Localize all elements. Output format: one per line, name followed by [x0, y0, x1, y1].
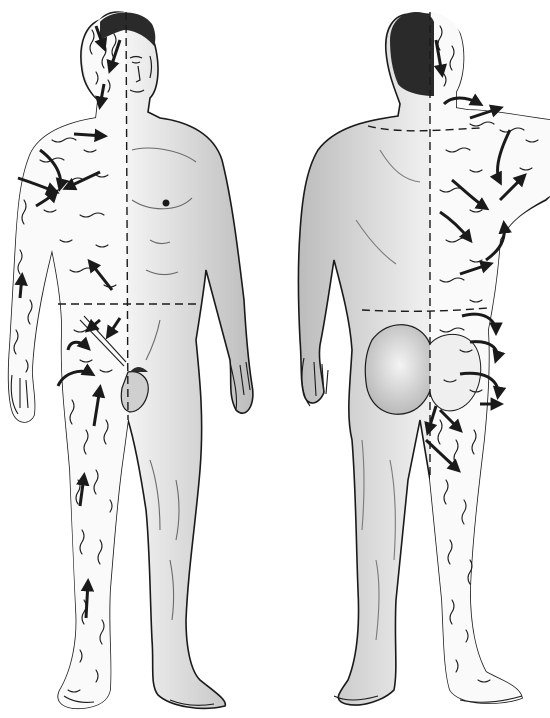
- arrow-shin-2: [86, 582, 88, 618]
- posterior-figure: [299, 12, 550, 705]
- anterior-figure: [9, 12, 253, 708]
- arrow-arm: [20, 276, 22, 298]
- anterior-body-outline: [9, 12, 253, 708]
- arrow-chest-1: [74, 134, 104, 136]
- posterior-buttocks: [365, 325, 481, 415]
